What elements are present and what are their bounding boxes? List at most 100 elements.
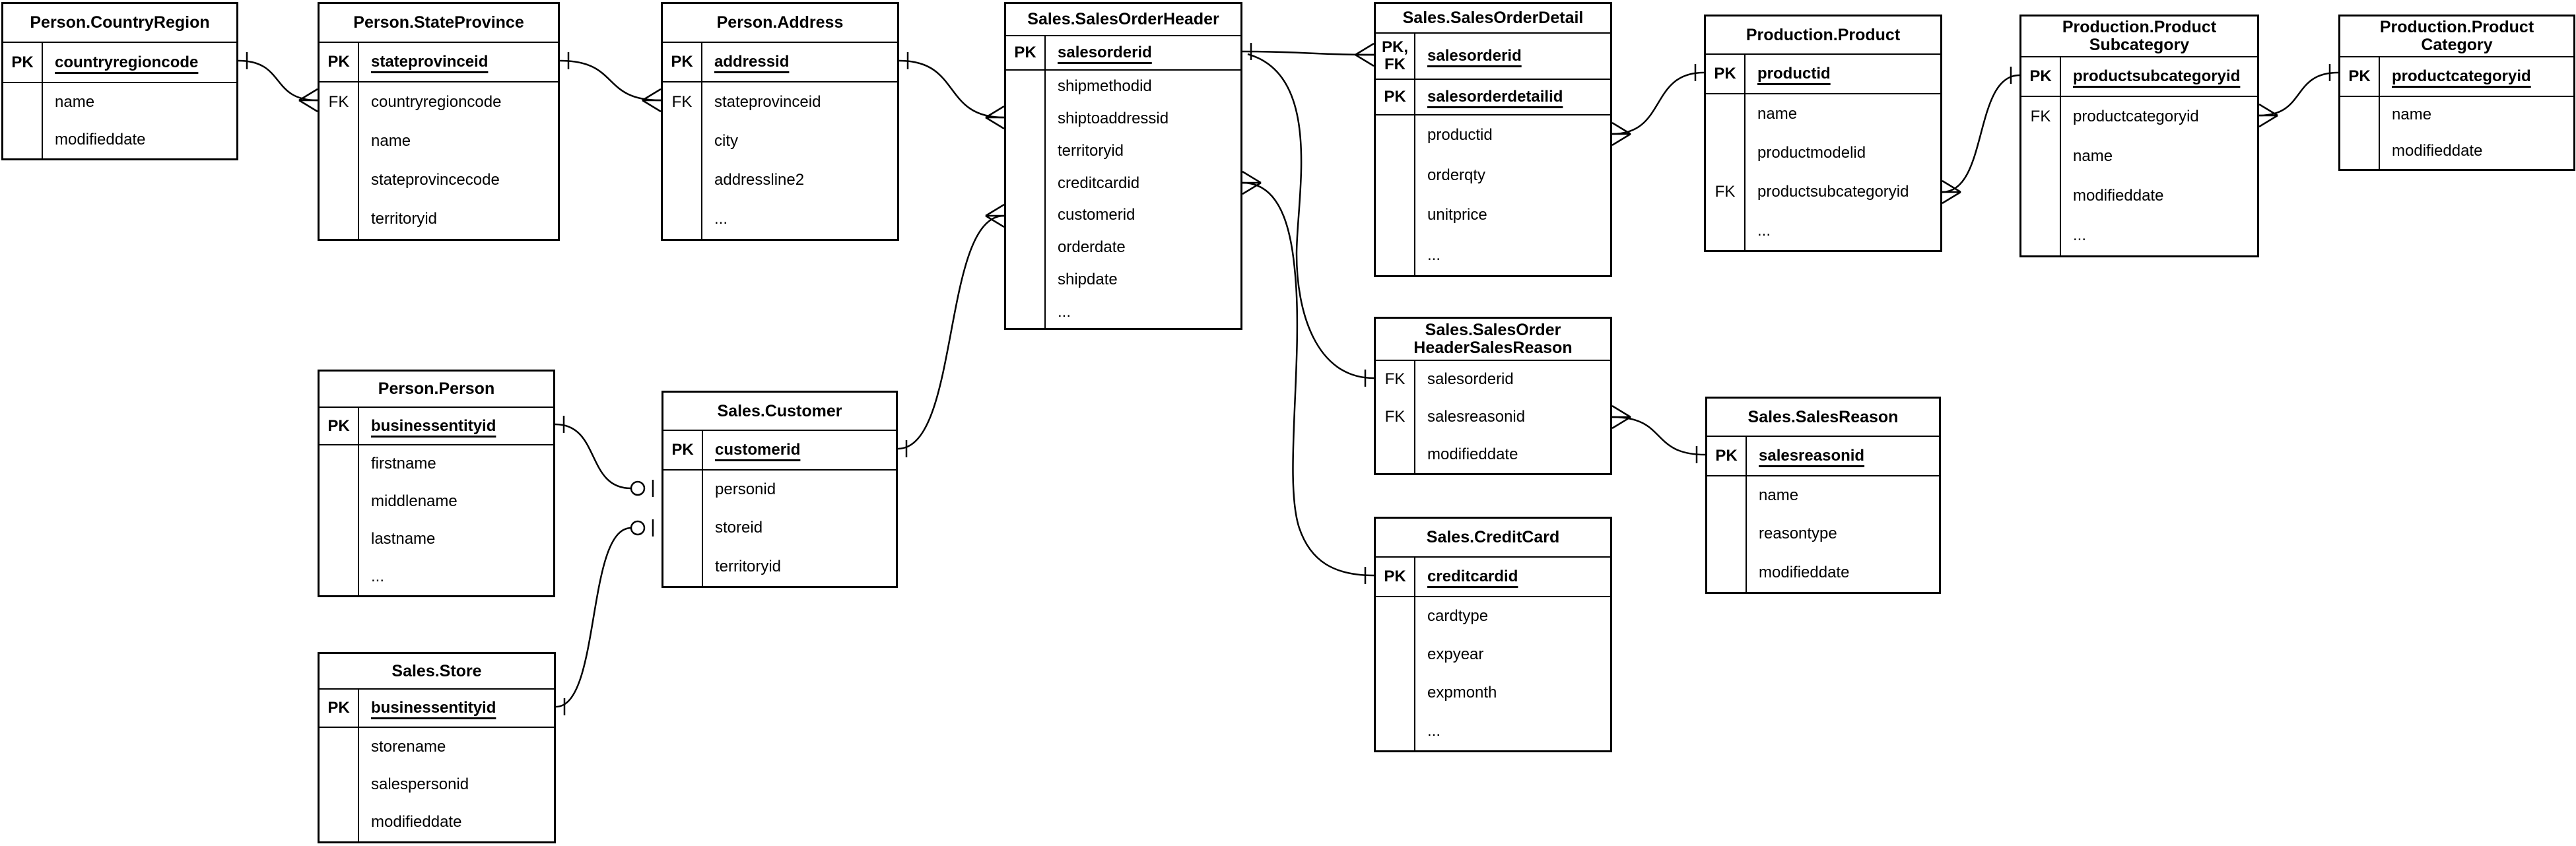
field-name: name [55,92,95,111]
primary-key-field: salesorderid [1058,44,1152,61]
field-name: salesorderid [1427,370,1514,389]
field-row: ... [320,558,553,595]
relationship-store-customer[interactable] [555,519,654,715]
relationship-line [1242,50,1374,56]
field-row: ... [2021,216,2257,255]
field-name: ... [1427,245,1441,264]
table-title-line: Category [2421,36,2493,54]
field-name: storeid [715,519,763,537]
primary-key-field: creditcardid [1427,568,1518,585]
field-label: FK [1376,398,1415,436]
table-title: Sales.CreditCard [1376,519,1610,558]
field-row: reasontype [1707,515,1939,554]
field-name: ... [1058,302,1071,321]
field-label [663,121,702,161]
table-title: Sales.SalesReason [1707,399,1939,437]
crow-foot-many-icon [2258,103,2278,128]
key-label: PK [320,690,359,727]
relationship-address-salesorderheader[interactable] [898,52,1005,130]
relationship-product-productsubcategory[interactable] [1942,67,2020,205]
field-label [2021,216,2061,255]
field-name: middlename [371,492,458,511]
relationship-person-customer[interactable] [555,416,654,497]
relationship-line [555,423,632,490]
field-label [3,83,43,121]
field-name: name [371,131,411,150]
field-label [320,482,359,521]
relationship-salesorderheader-creditcard[interactable] [1242,170,1374,584]
relationship-salesorderheader-salesorderdetail[interactable] [1242,42,1374,67]
field-row: storeid [663,509,896,548]
table-title-line: Sales.Customer [717,401,842,420]
field-label [1006,135,1046,168]
relationship-countryregion-stateprovince[interactable] [238,52,318,113]
field-label [2340,97,2380,133]
field-name: ... [1427,722,1441,740]
table-title: Person.Person [320,372,553,408]
field-label [1006,263,1046,296]
field-row: name [320,121,558,161]
field-row: territoryid [663,547,896,586]
table-title-line: Sales.CreditCard [1426,528,1560,546]
field-label [1006,199,1046,232]
field-name: productmodelid [1757,143,1866,162]
relationship-productsubcategory-productcategory[interactable] [2258,64,2339,128]
field-name: productsubcategoryid [1757,182,1909,201]
field-label: FK [2021,97,2061,137]
primary-key-field: addressid [714,53,790,71]
key-label: PK [1006,36,1046,69]
field-row: productmodelid [1706,133,1940,172]
field-name: shiptoaddressid [1058,110,1169,128]
relationship-salesorderdetail-product[interactable] [1611,64,1705,146]
relationship-line [898,59,1005,119]
primary-key-field: salesreasonid [1759,447,1865,465]
field-row: customerid [1006,199,1240,232]
relationship-line [897,214,1005,450]
field-row: expmonth [1376,674,1610,712]
field-name: reasontype [1759,525,1837,543]
field-name: ... [714,210,728,228]
primary-key-field: stateprovinceid [371,53,489,71]
relationship-customer-salesorderheader[interactable] [897,203,1005,457]
field-name: name [2073,147,2113,165]
relationship-line [1611,416,1706,456]
relationship-stateprovince-address[interactable] [559,52,661,113]
field-label [663,547,703,586]
field-label [1707,515,1747,554]
field-row: expyear [1376,635,1610,674]
relationship-salesorderheader-salesorderheadersalesreason[interactable] [1247,53,1374,387]
field-row: modifieddate [1376,436,1610,474]
field-label [1706,94,1746,133]
relationship-salesorderheadersalesreason-salesreason[interactable] [1611,405,1706,463]
field-label [2021,137,2061,176]
field-label [663,509,703,548]
field-name: territoryid [371,210,438,228]
field-row: ... [1006,296,1240,328]
field-label [1376,635,1415,674]
table-title-line: Person.Person [378,379,495,398]
